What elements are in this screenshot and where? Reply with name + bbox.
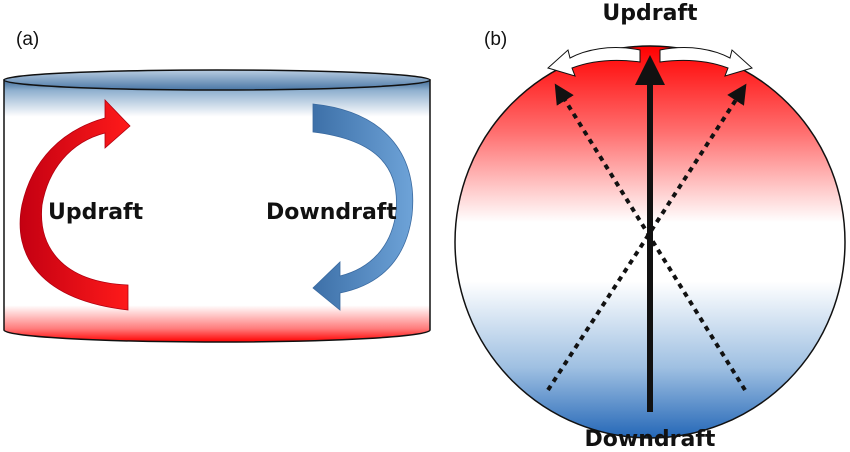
dotted-arrow-left [554,83,747,392]
downdraft-label: Downdraft [266,200,397,225]
right-curved-white-arrow [659,47,753,77]
panel-b: (b) Updraft Downdraft [454,1,846,452]
panel-b-label: (b) [484,29,507,50]
sphere-top-label: Updraft [602,1,698,26]
left-curved-white-arrow [547,47,641,77]
cylinder-body [3,79,431,343]
panel-a: (a) Updraft Downdraft [3,29,431,343]
panel-a-label: (a) [16,29,39,50]
cylinder-lid [3,69,431,91]
downdraft-curved-arrow [312,103,414,311]
sphere-bottom-label: Downdraft [585,427,716,452]
updraft-curved-arrow [19,99,131,311]
updraft-label: Updraft [48,200,144,225]
